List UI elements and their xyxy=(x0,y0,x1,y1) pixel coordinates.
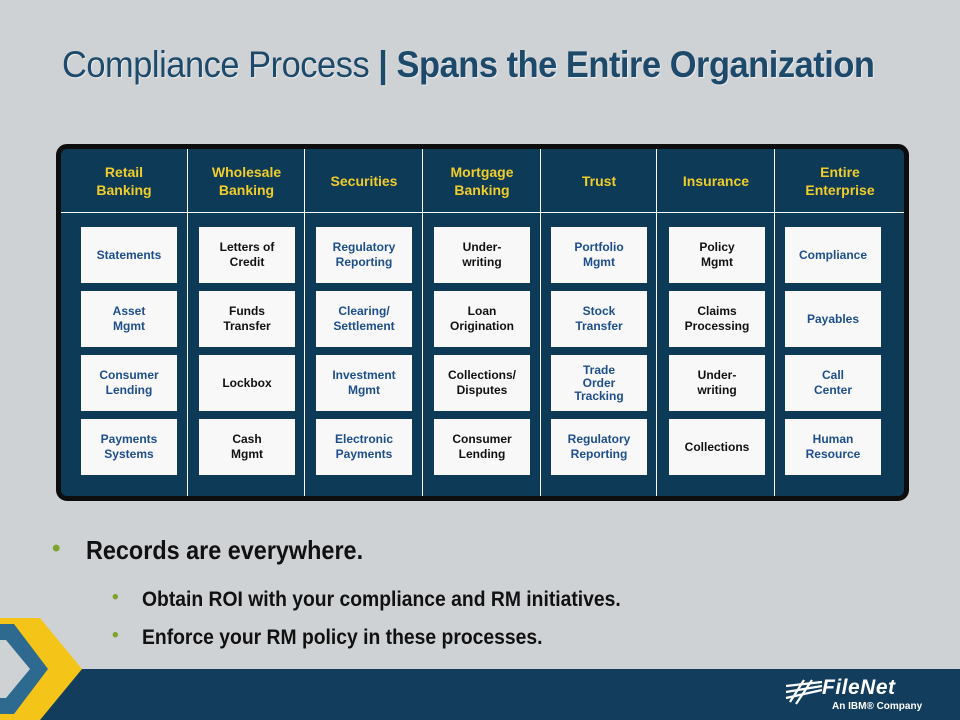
process-cell: Clearing/ Settlement xyxy=(316,291,412,347)
bullet-icon: • xyxy=(112,587,119,608)
bullet-icon: • xyxy=(112,625,119,646)
column-header: Trust xyxy=(541,149,657,213)
process-cell: Consumer Lending xyxy=(434,419,530,475)
process-matrix: Retail Banking Statements Asset Mgmt Con… xyxy=(56,144,909,501)
process-cell: Policy Mgmt xyxy=(669,227,765,283)
logo-name: FileNet xyxy=(822,676,896,699)
chevron-decoration xyxy=(0,618,82,720)
logo-mark-icon xyxy=(785,679,823,705)
process-cell: Portfolio Mgmt xyxy=(551,227,647,283)
process-cell: Electronic Payments xyxy=(316,419,412,475)
column-header: Mortgage Banking xyxy=(423,149,541,213)
column-header: Insurance xyxy=(657,149,775,213)
column-entire-enterprise: Entire Enterprise Compliance Payables Ca… xyxy=(774,149,904,496)
process-cell: Payments Systems xyxy=(81,419,177,475)
process-cell: Letters of Credit xyxy=(199,227,295,283)
column-header: Entire Enterprise xyxy=(775,149,904,213)
column-header: Securities xyxy=(305,149,423,213)
process-cell: Payables xyxy=(785,291,881,347)
process-cell: Call Center xyxy=(785,355,881,411)
column-mortgage-banking: Mortgage Banking Under- writing Loan Ori… xyxy=(422,149,541,496)
process-cell: Statements xyxy=(81,227,177,283)
process-cell: Claims Processing xyxy=(669,291,765,347)
filenet-logo: FileNet An IBM® Company xyxy=(784,672,934,716)
process-cell: Trade Order Tracking xyxy=(551,355,647,411)
column-wholesale-banking: Wholesale Banking Letters of Credit Fund… xyxy=(187,149,305,496)
process-cell: Asset Mgmt xyxy=(81,291,177,347)
column-header: Retail Banking xyxy=(61,149,187,213)
process-cell: Cash Mgmt xyxy=(199,419,295,475)
page-title: Compliance Process | Spans the Entire Or… xyxy=(62,44,875,86)
process-cell: Regulatory Reporting xyxy=(316,227,412,283)
logo-tagline: An IBM® Company xyxy=(832,701,923,712)
title-part1: Compliance Process xyxy=(62,44,370,85)
process-cell: Under- writing xyxy=(434,227,530,283)
process-cell: Compliance xyxy=(785,227,881,283)
bullet-level2: Obtain ROI with your compliance and RM i… xyxy=(142,588,621,611)
bullet-icon: • xyxy=(52,535,61,562)
process-cell: Regulatory Reporting xyxy=(551,419,647,475)
process-cell: Loan Origination xyxy=(434,291,530,347)
column-trust: Trust Portfolio Mgmt Stock Transfer Trad… xyxy=(540,149,657,496)
column-retail-banking: Retail Banking Statements Asset Mgmt Con… xyxy=(61,149,187,496)
process-cell: Under- writing xyxy=(669,355,765,411)
process-cell: Human Resource xyxy=(785,419,881,475)
title-separator: | xyxy=(378,44,388,85)
bullet-level1: Records are everywhere. xyxy=(86,535,364,565)
column-securities: Securities Regulatory Reporting Clearing… xyxy=(304,149,423,496)
bullet-level2: Enforce your RM policy in these processe… xyxy=(142,626,543,649)
process-cell: Collections xyxy=(669,419,765,475)
title-part2: Spans the Entire Organization xyxy=(396,44,875,85)
process-cell: Collections/ Disputes xyxy=(434,355,530,411)
process-cell: Funds Transfer xyxy=(199,291,295,347)
process-cell: Investment Mgmt xyxy=(316,355,412,411)
process-cell: Consumer Lending xyxy=(81,355,177,411)
process-cell: Lockbox xyxy=(199,355,295,411)
column-insurance: Insurance Policy Mgmt Claims Processing … xyxy=(656,149,775,496)
column-header: Wholesale Banking xyxy=(188,149,305,213)
process-cell: Stock Transfer xyxy=(551,291,647,347)
